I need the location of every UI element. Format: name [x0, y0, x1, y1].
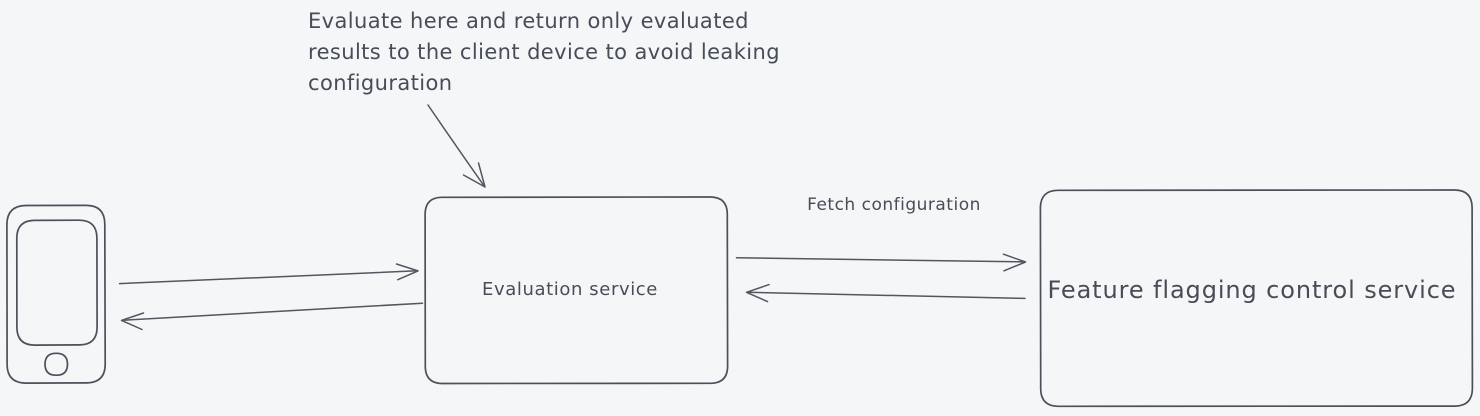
annotation-pointer-arrowhead	[462, 162, 486, 188]
annotation-pointer-arrow	[427, 104, 486, 188]
annotation-line-2: results to the client device to avoid le…	[308, 40, 780, 64]
phone-home-button-icon	[44, 352, 69, 377]
edge-evaluation-to-client-arrowhead	[120, 312, 145, 331]
edge-evaluation-to-control-line	[735, 257, 1026, 263]
annotation-callout: Evaluate here and return only evaluated …	[308, 9, 780, 95]
evaluation-service-box	[424, 196, 729, 385]
feature-flagging-control-service-label: Feature flagging control service	[1048, 276, 1457, 304]
edge-control-to-evaluation-line	[746, 291, 1026, 300]
edge-evaluation-to-client[interactable]	[120, 302, 424, 331]
edge-client-to-evaluation-arrowhead	[395, 263, 419, 281]
edge-control-to-evaluation[interactable]	[745, 283, 1026, 303]
phone-screen-outline	[15, 219, 98, 346]
edge-evaluation-to-control-arrowhead	[1002, 253, 1027, 272]
feature-flagging-control-service-box	[1039, 189, 1474, 408]
edge-control-to-evaluation-arrowhead	[745, 283, 770, 303]
evaluation-service-label: Evaluation service	[482, 279, 658, 300]
phone-body-outline	[6, 204, 107, 384]
edge-evaluation-to-control[interactable]: Fetch configuration	[735, 195, 1027, 272]
edge-client-to-evaluation[interactable]	[118, 263, 419, 285]
annotation-line-1: Evaluate here and return only evaluated	[308, 9, 749, 33]
client-device-phone[interactable]	[6, 204, 107, 384]
annotation-pointer-line	[427, 104, 486, 188]
edge-evaluation-to-control-label: Fetch configuration	[807, 195, 981, 215]
annotation-line-3: configuration	[308, 71, 453, 95]
edge-client-to-evaluation-line	[118, 270, 419, 285]
edge-evaluation-to-client-line	[121, 302, 424, 322]
feature-flagging-control-service-node[interactable]: Feature flagging control service	[1039, 189, 1474, 408]
evaluation-service-node[interactable]: Evaluation service	[424, 196, 729, 385]
